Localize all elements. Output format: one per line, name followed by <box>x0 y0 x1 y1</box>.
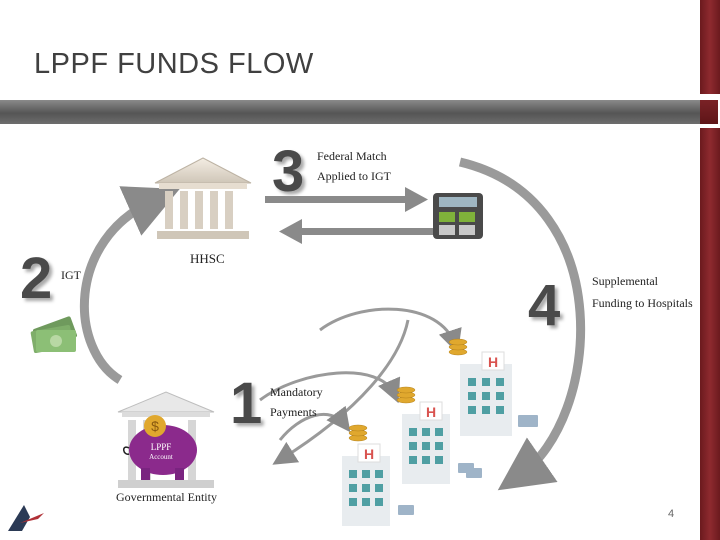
hospital-icon: H <box>342 443 390 526</box>
governmental-entity-label: Governmental Entity <box>116 490 217 504</box>
svg-text:$: $ <box>151 418 159 434</box>
svg-text:H: H <box>426 404 436 420</box>
step-3-label: Federal Match Applied to IGT <box>317 146 391 186</box>
bank-icon <box>154 157 252 239</box>
coin-stack-icon <box>348 338 468 442</box>
step-1-label-line1: Mandatory <box>270 385 323 399</box>
step-1-label: Mandatory Payments <box>270 382 323 422</box>
hhsc-label: HHSC <box>190 251 225 266</box>
page-number: 4 <box>668 508 675 520</box>
step-3-label-line2: Applied to IGT <box>317 169 391 183</box>
svg-text:H: H <box>364 446 374 462</box>
step-4-label: Supplemental Funding to Hospitals <box>592 270 693 314</box>
piggy-bank-icon: $ <box>123 415 197 480</box>
bill-icon <box>398 415 538 515</box>
piggy-bank-label: LPPF Account <box>143 442 179 462</box>
step-2-label: IGT <box>61 268 81 282</box>
red-accent-bar <box>700 100 718 124</box>
step-3-label-line1: Federal Match <box>317 149 387 163</box>
hospital-icon: H <box>402 401 450 484</box>
cash-icon <box>30 316 77 353</box>
step-number-4: 4 <box>528 273 561 338</box>
red-accent-side <box>700 128 720 540</box>
title-divider-bar <box>0 100 700 124</box>
logo-icon <box>8 505 44 531</box>
step-1-label-line2: Payments <box>270 405 317 419</box>
red-accent-top <box>700 0 720 94</box>
piggy-bank-label-line2: Account <box>149 453 173 461</box>
piggy-bank-label-line1: LPPF <box>150 442 172 452</box>
svg-text:H: H <box>488 354 498 370</box>
step-4-label-line2: Funding to Hospitals <box>592 296 693 310</box>
slide-title: LPPF FUNDS FLOW <box>34 48 314 80</box>
step-number-1: 1 <box>230 371 263 436</box>
step-4-label-line1: Supplemental <box>592 274 658 288</box>
step-number-3: 3 <box>272 139 305 204</box>
hospital-icon: H <box>460 351 512 436</box>
federal-match-arrows <box>265 187 438 244</box>
step-number-2: 2 <box>20 246 53 311</box>
calculator-icon <box>433 193 483 239</box>
